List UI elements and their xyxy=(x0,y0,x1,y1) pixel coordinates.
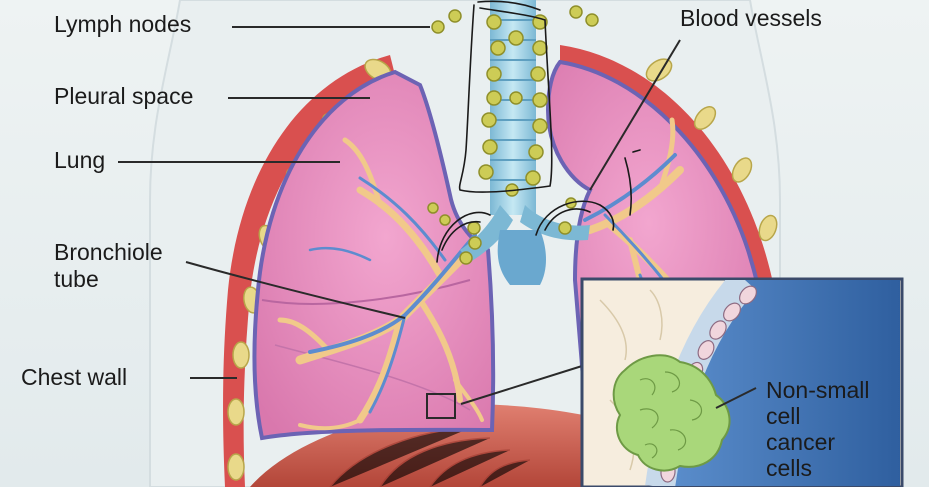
label-blood-vessels: Blood vessels xyxy=(680,5,822,32)
inset-label-line3: cancer xyxy=(766,429,835,455)
label-lymph-nodes: Lymph nodes xyxy=(54,11,191,38)
inset-label-line4: cells xyxy=(766,455,812,485)
label-chest-wall: Chest wall xyxy=(21,364,127,391)
heart-vessel-base xyxy=(498,230,546,285)
label-bronchiole-line1: Bronchiole xyxy=(54,239,163,266)
inset-label-line1: Non-small xyxy=(766,377,870,403)
label-pleural-space: Pleural space xyxy=(54,83,193,110)
inset-label-line2: cell xyxy=(766,403,801,429)
label-bronchiole-line2: tube xyxy=(54,266,99,293)
label-lung: Lung xyxy=(54,147,105,174)
